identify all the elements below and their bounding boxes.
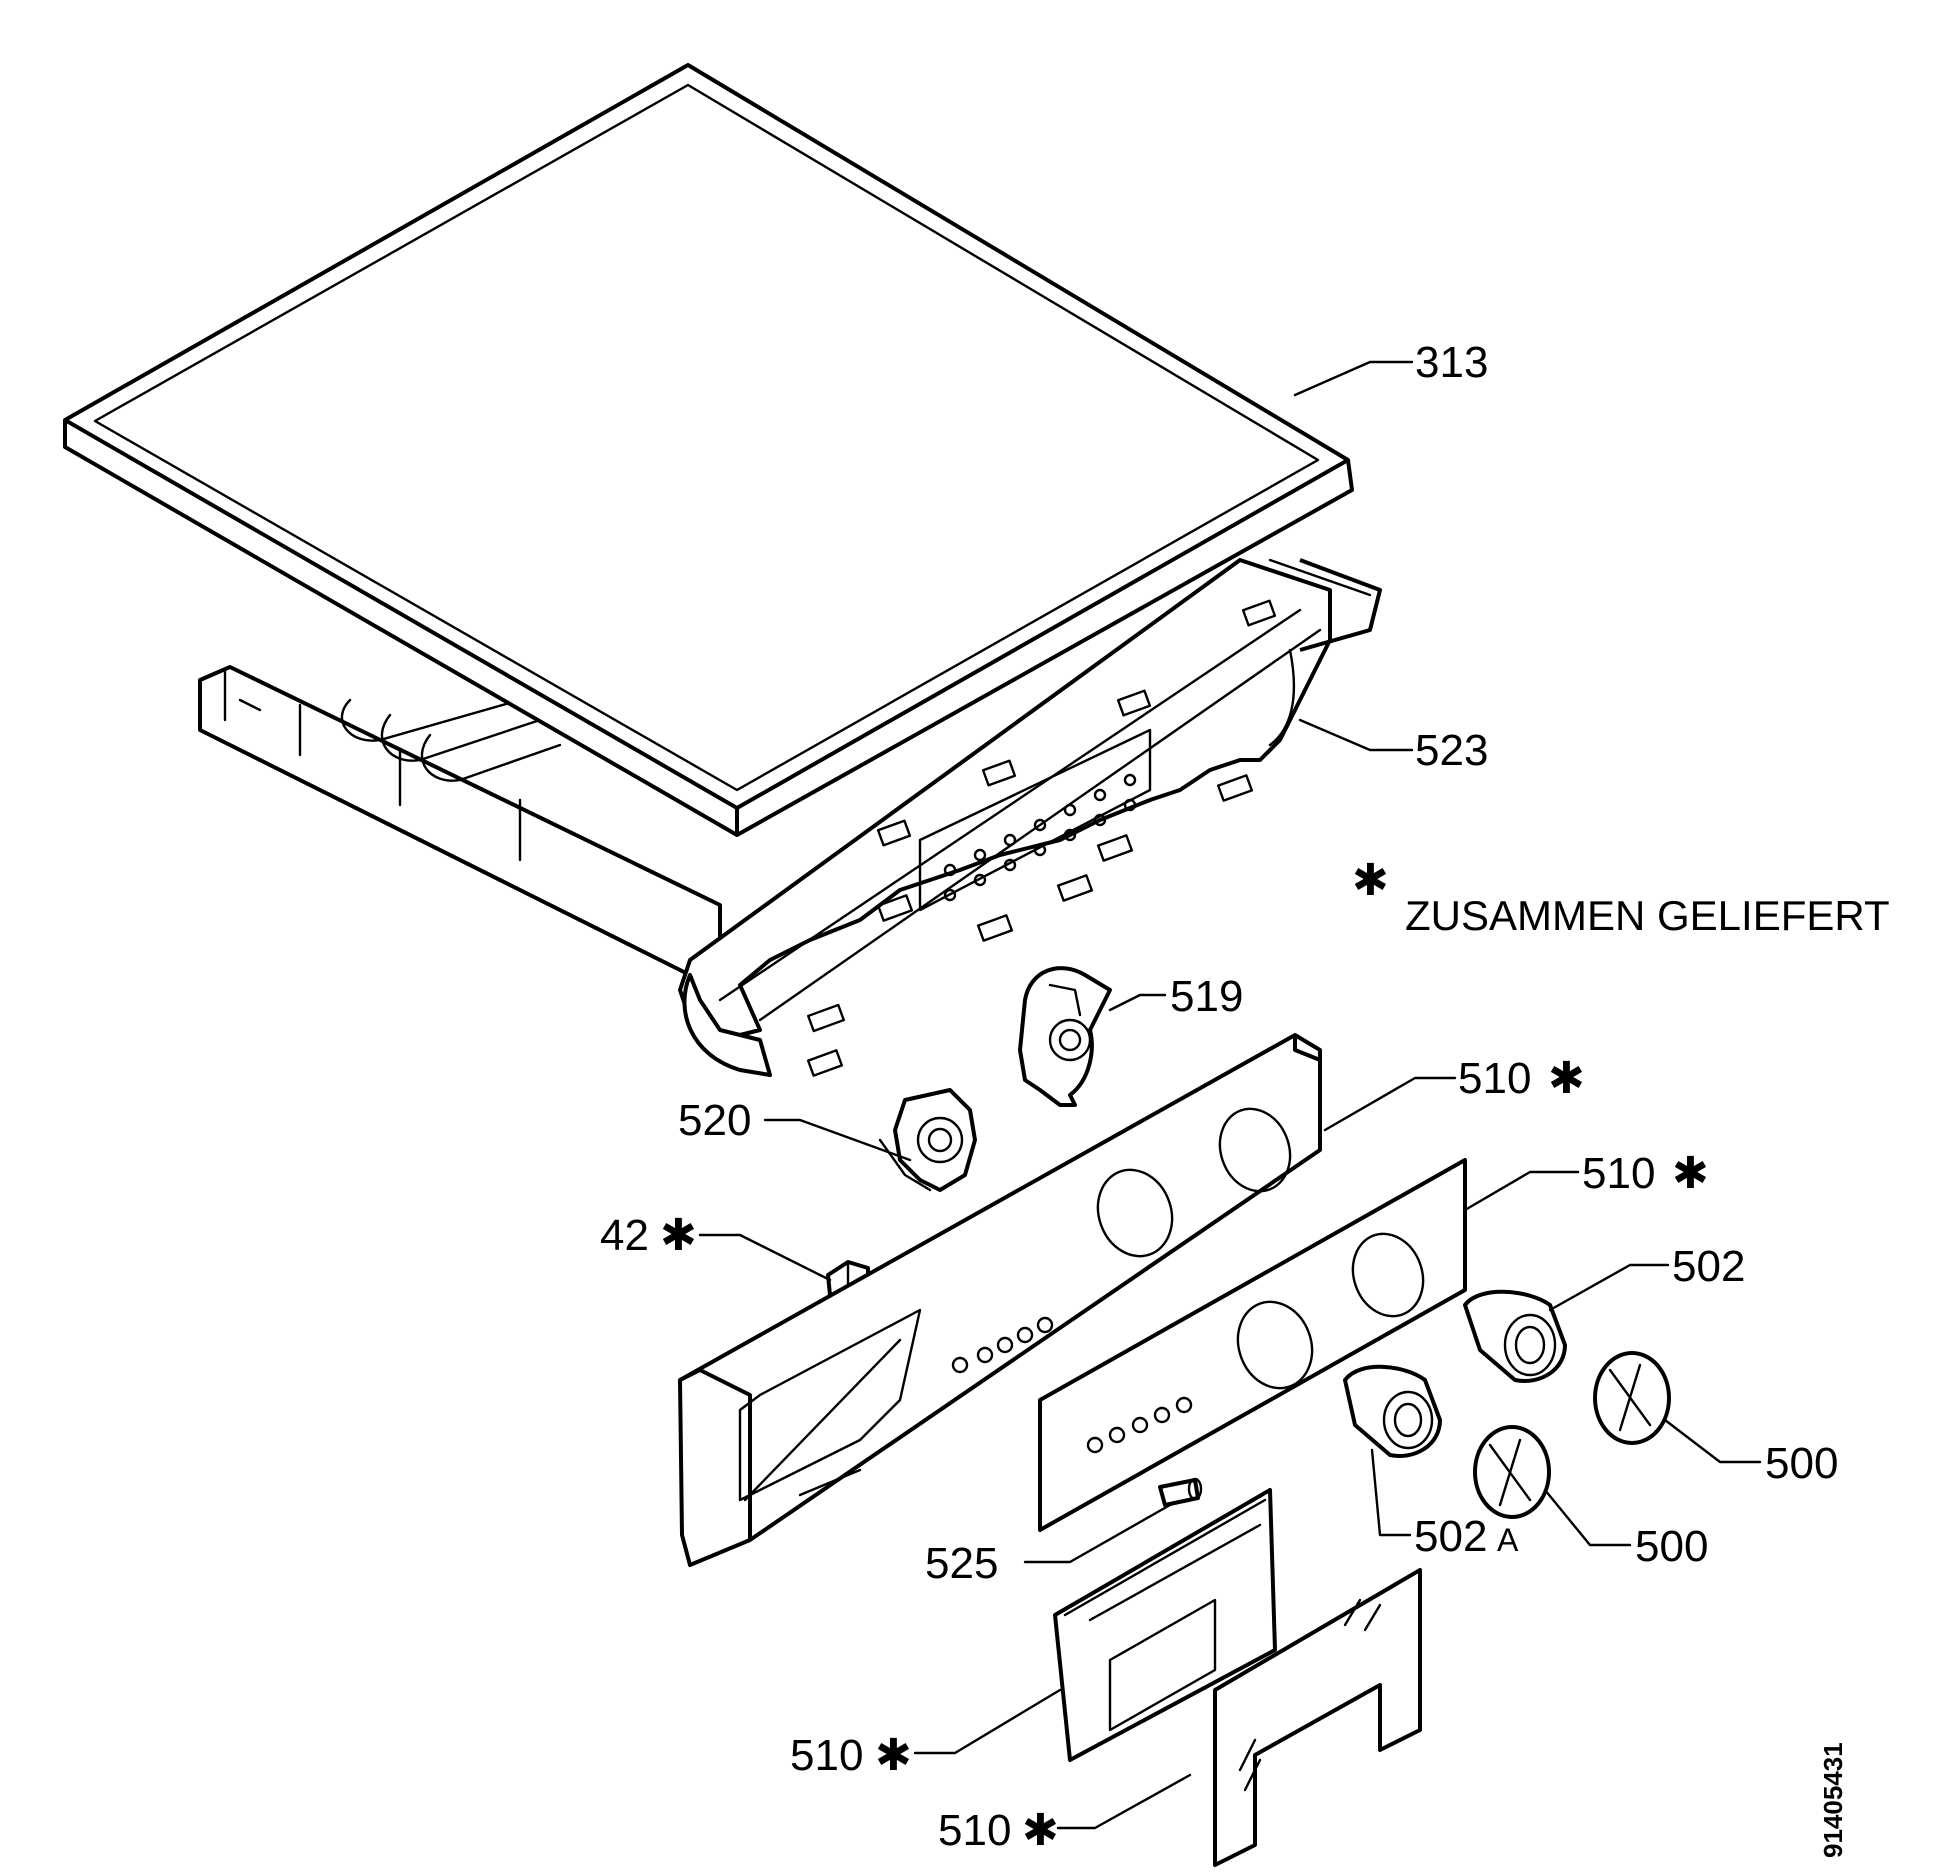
rotary-bracket-519-drawing [1018, 966, 1112, 1107]
control-panel-housing-drawing [678, 1033, 1322, 1567]
label-525: 525 [925, 1539, 998, 1588]
decorative-panel-drawing [1038, 1158, 1467, 1532]
label-502A-suffix: A [1497, 1522, 1519, 1558]
label-520: 520 [678, 1096, 751, 1145]
label-502A: 502 [1414, 1512, 1487, 1561]
label-510-drawer: 510 [790, 1731, 863, 1780]
label-502: 502 [1672, 1242, 1745, 1291]
label-313: 313 [1415, 338, 1488, 387]
label-510-glass: 510 [938, 1806, 1011, 1855]
knob-hub-502A-drawing [1343, 1364, 1442, 1458]
knob-500-left-drawing [1473, 1425, 1551, 1519]
label-510-housing-marker: ✱ [1548, 1054, 1585, 1103]
label-519: 519 [1170, 972, 1243, 1021]
glass-window-drawing [1213, 1568, 1422, 1867]
knob-hub-502-drawing [1463, 1289, 1567, 1383]
rotary-bracket-520-drawing [878, 1088, 977, 1192]
label-510-drawer-marker: ✱ [875, 1731, 912, 1780]
pin-525-drawing [1158, 1477, 1203, 1507]
label-510-panel: 510 [1582, 1149, 1655, 1198]
control-panel-frame-drawing [198, 558, 1382, 1077]
vent-holes [943, 773, 1137, 902]
label-510-housing: 510 [1458, 1054, 1531, 1103]
label-500-left: 500 [1635, 1522, 1708, 1571]
legend-asterisk: ✱ [1352, 856, 1389, 905]
drawer-front-drawing [1053, 1488, 1277, 1762]
label-42: 42 [600, 1211, 649, 1260]
worktop-lid-drawing [63, 63, 1354, 837]
label-523: 523 [1415, 726, 1488, 775]
knob-500-right-drawing [1593, 1351, 1671, 1445]
legend-text: ZUSAMMEN GELIEFERT [1405, 892, 1890, 939]
leader-lines [698, 360, 1762, 1830]
label-500-right: 500 [1765, 1439, 1838, 1488]
label-510-glass-marker: ✱ [1022, 1806, 1059, 1855]
label-42-marker: ✱ [660, 1211, 697, 1260]
document-number: 91405431 [1818, 1742, 1848, 1858]
label-510-panel-marker: ✱ [1672, 1149, 1709, 1198]
